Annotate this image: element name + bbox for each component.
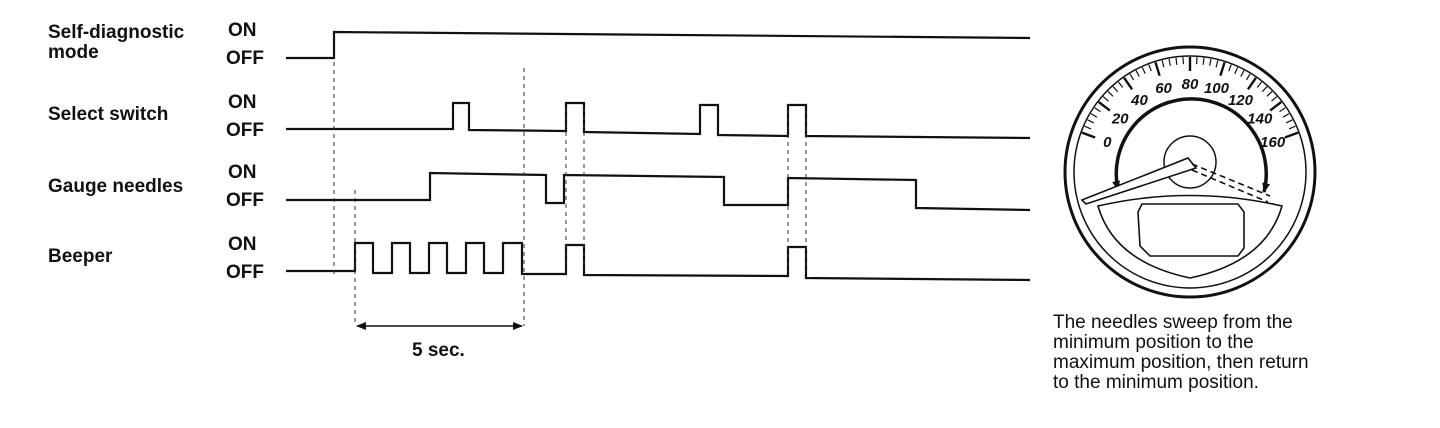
gauge-minor-tick <box>1256 81 1263 88</box>
off-label-beeper: OFF <box>226 262 264 283</box>
gauge-face-rim <box>1073 55 1307 289</box>
gauge-minor-tick <box>1168 58 1171 66</box>
gauge-minor-tick <box>1175 57 1178 65</box>
gauge-major-tick <box>1284 131 1299 139</box>
gauge-minor-tick <box>1215 60 1219 68</box>
gauge-tick-label: 100 <box>1204 80 1230 97</box>
on-label-self-diagnostic: ON <box>228 20 257 41</box>
gauge-tick-label: 120 <box>1228 92 1254 109</box>
gauge-minor-tick <box>1288 125 1296 130</box>
caption-line-1: The needles sweep from the <box>1053 312 1293 333</box>
gauge-minor-tick <box>1148 64 1152 72</box>
gauge-minor-tick <box>1234 67 1239 74</box>
gauge-tick-label: 40 <box>1130 92 1148 109</box>
signal-label-select-switch: Select switch <box>48 104 168 125</box>
gauge-minor-tick <box>1266 90 1273 97</box>
gauge-minor-tick <box>1228 64 1232 72</box>
gauge-major-tick <box>1269 101 1282 112</box>
gauge-minor-tick <box>1245 73 1251 81</box>
gauge-major-tick <box>1098 101 1111 112</box>
on-label-beeper: ON <box>228 234 257 255</box>
gauge-minor-tick <box>1240 70 1245 77</box>
gauge-tick-label: 160 <box>1260 134 1286 151</box>
signal-label-self-diagnostic-line1: Self-diagnostic <box>48 22 185 43</box>
gauge-minor-tick <box>1107 90 1114 97</box>
gauge-tick-label: 140 <box>1247 110 1273 127</box>
duration-label: 5 sec. <box>412 340 465 361</box>
gauge-minor-tick <box>1117 81 1124 88</box>
gauge-minor-tick <box>1282 113 1290 118</box>
gauge-minor-tick <box>1271 96 1278 102</box>
off-label-gauge-needles: OFF <box>226 190 264 211</box>
waveform-select-switch <box>286 101 1031 140</box>
needle-sweep-arrow <box>1112 97 1271 193</box>
waveform-gauge-needles <box>286 171 1031 212</box>
gauge-minor-tick <box>1161 60 1165 68</box>
gauge-minor-tick <box>1094 107 1101 113</box>
gauge-tick-label: 0 <box>1103 134 1112 151</box>
signal-label-beeper: Beeper <box>48 246 113 267</box>
gauge-minor-tick <box>1261 86 1268 93</box>
needle-max-position-edge <box>1191 169 1269 203</box>
gauge-minor-tick <box>1279 107 1286 113</box>
needle-max-position <box>1191 163 1271 197</box>
gauge-tick-label: 20 <box>1111 110 1129 127</box>
gauge-major-tick <box>1219 61 1226 77</box>
gauge-minor-tick <box>1141 67 1146 74</box>
signal-label-self-diagnostic-line2: mode <box>48 42 99 63</box>
gauge-minor-tick <box>1102 96 1109 102</box>
caption-line-3: maximum position, then return <box>1053 352 1309 373</box>
gauge-minor-tick <box>1090 113 1098 118</box>
waveform-self-diagnostic <box>286 30 1031 60</box>
off-label-select-switch: OFF <box>226 120 264 141</box>
gauge-tick-label: 60 <box>1155 80 1172 97</box>
needle-min-position <box>1080 157 1198 205</box>
lcd-display <box>1137 203 1245 257</box>
on-label-gauge-needles: ON <box>228 162 257 183</box>
gauge-major-tick <box>1154 61 1161 77</box>
gauge-minor-tick <box>1112 86 1119 93</box>
gauge-major-tick <box>1246 77 1257 90</box>
gauge-minor-tick <box>1135 70 1140 77</box>
gauge-minor-tick <box>1129 73 1135 81</box>
gauge-minor-tick <box>1209 58 1212 66</box>
gauge-minor-tick <box>1084 125 1092 130</box>
caption-line-4: to the minimum position. <box>1053 372 1259 393</box>
gauge-minor-tick <box>1285 119 1293 124</box>
gauge-major-tick <box>1123 77 1134 90</box>
gauge-major-tick <box>1081 131 1096 139</box>
off-label-self-diagnostic: OFF <box>226 48 264 69</box>
gauge-minor-tick <box>1202 57 1205 65</box>
caption-line-2: minimum position to the <box>1053 332 1254 353</box>
gauge-minor-tick <box>1087 119 1095 124</box>
on-label-select-switch: ON <box>228 92 257 113</box>
gauge-tick-label: 80 <box>1182 76 1199 93</box>
waveform-beeper <box>286 241 1031 282</box>
signal-label-gauge-needles: Gauge needles <box>48 176 183 197</box>
